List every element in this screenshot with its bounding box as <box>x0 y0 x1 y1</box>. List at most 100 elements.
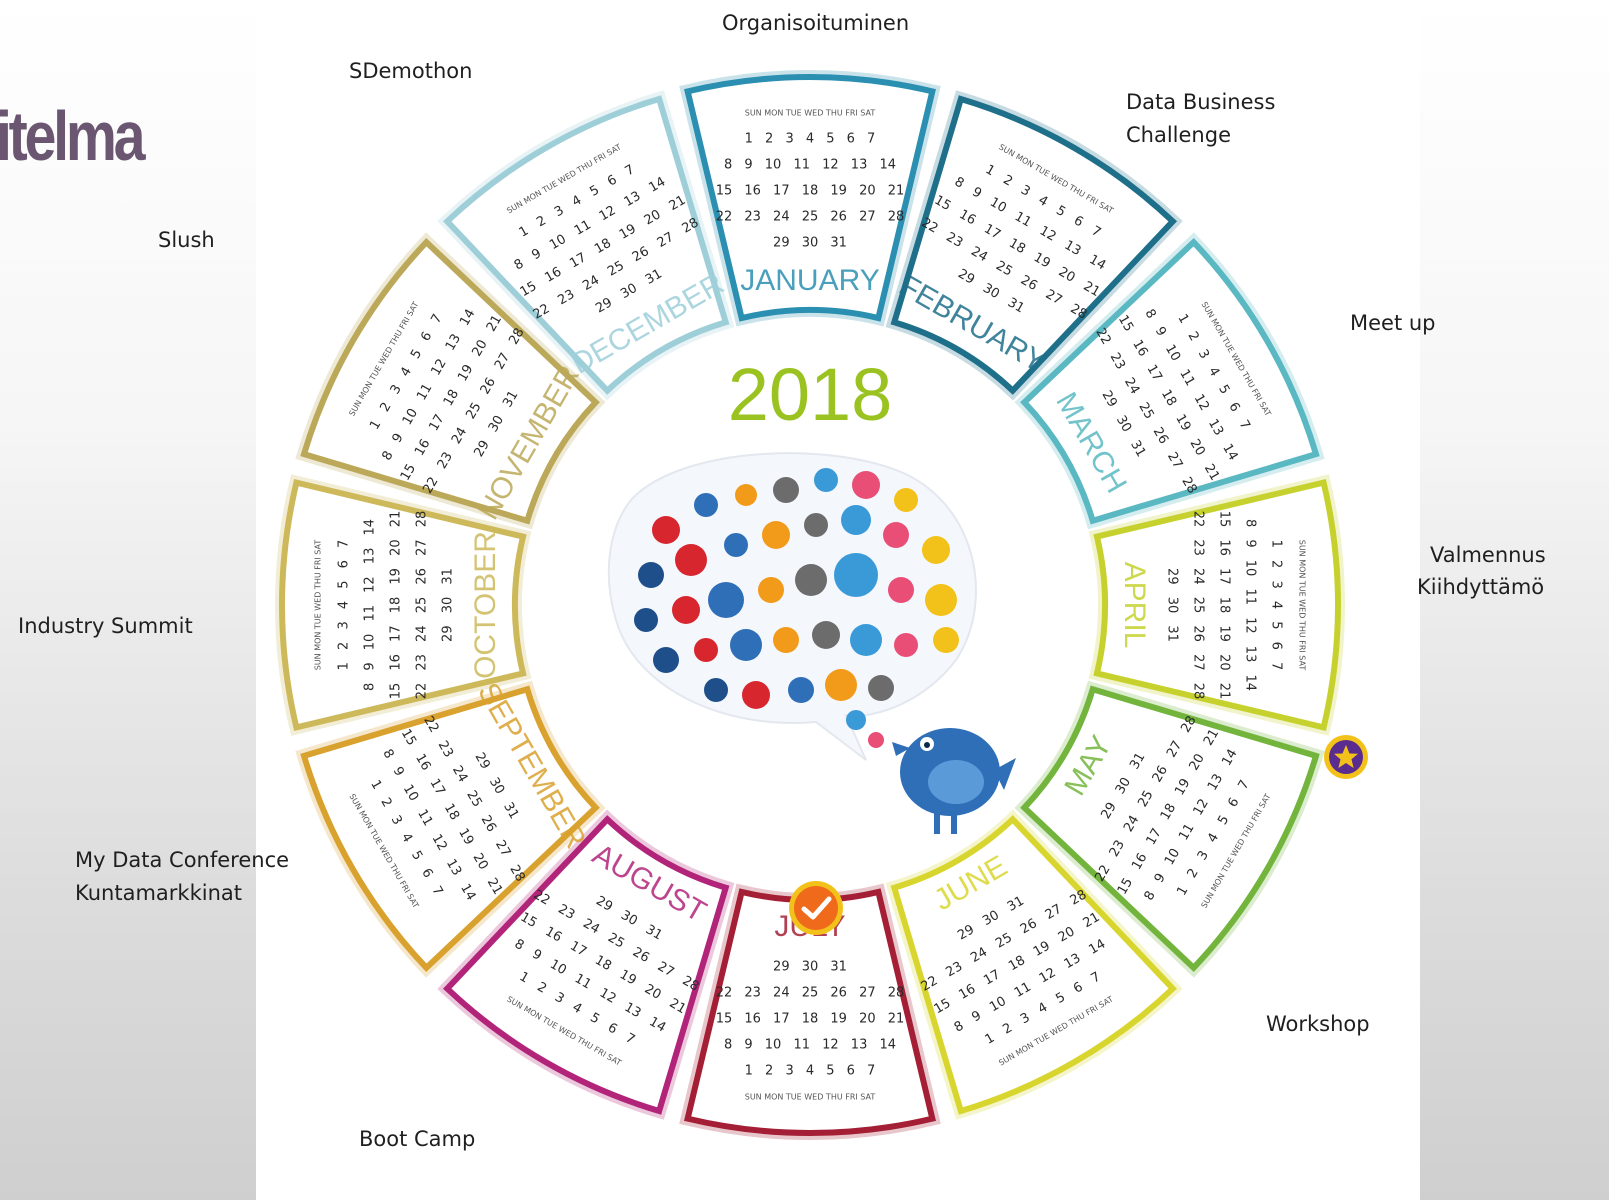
date-row: 15 16 17 18 19 20 21 <box>716 1012 905 1027</box>
social-icon <box>675 544 707 576</box>
social-icons-cluster <box>634 468 959 748</box>
social-icon <box>795 564 827 596</box>
date-row: 8 9 10 11 12 13 14 <box>1243 519 1258 691</box>
month-segment-frame <box>684 74 936 322</box>
social-icon <box>894 488 918 512</box>
social-icon <box>850 624 882 656</box>
event-label-organisoituminen: Organisoituminen <box>722 11 910 35</box>
social-icon <box>888 577 914 603</box>
event-label-meet-up: Meet up <box>1350 311 1436 335</box>
date-row: 15 16 17 18 19 20 21 <box>1217 511 1232 700</box>
date-row: 8 9 10 11 12 13 14 <box>724 1038 896 1053</box>
date-row: 29 30 31 <box>441 568 456 642</box>
social-icon <box>933 627 959 653</box>
month-segment-frame <box>300 685 600 973</box>
social-icon <box>788 677 814 703</box>
weekday-header: SUN MON TUE WED THU FRI SAT <box>745 1093 876 1102</box>
event-label-valmennus: Valmennus <box>1430 543 1546 567</box>
bird-icon <box>892 728 1016 834</box>
event-label-my-data-conference: My Data Conference <box>75 848 290 872</box>
month-segment-frame <box>279 479 527 731</box>
month-segment-october: OCTOBER SUN MON TUE WED THU FRI SAT 1 2 3 … <box>275 474 532 736</box>
page-title-fragment: itelma <box>0 97 146 175</box>
social-icon <box>672 596 700 624</box>
social-icon <box>773 477 799 503</box>
date-row: 29 30 31 <box>1165 568 1180 642</box>
social-icon <box>846 710 866 730</box>
year-label: 2018 <box>728 353 893 436</box>
social-icon <box>852 471 880 499</box>
social-icon <box>773 627 799 653</box>
month-segment-frame <box>890 815 1178 1115</box>
social-icon <box>758 577 784 603</box>
month-segment-frame <box>1020 685 1320 973</box>
event-label-boot-camp: Boot Camp <box>359 1127 476 1151</box>
event-label-slush: Slush <box>158 228 215 252</box>
social-icon <box>652 516 680 544</box>
weekday-header: SUN MON TUE WED THU FRI SAT <box>314 540 323 671</box>
date-row: 22 23 24 25 26 27 28 <box>1191 511 1206 700</box>
month-segment-frame <box>1020 237 1320 525</box>
social-icon <box>694 638 718 662</box>
social-icon <box>762 521 790 549</box>
social-icon <box>634 608 658 632</box>
month-segment-frame <box>890 95 1178 395</box>
date-row: 22 23 24 25 26 27 28 <box>415 511 430 700</box>
event-label-industry-summit: Industry Summit <box>18 614 193 638</box>
social-icon <box>704 678 728 702</box>
social-icon <box>735 484 757 506</box>
date-row: 1 2 3 4 5 6 7 <box>745 132 876 147</box>
date-row: 1 2 3 4 5 6 7 <box>1269 540 1284 671</box>
social-icon <box>724 533 748 557</box>
date-row: 1 2 3 4 5 6 7 <box>337 540 352 671</box>
social-icon <box>730 629 762 661</box>
month-segment-frame <box>442 815 730 1115</box>
social-icon <box>708 582 744 618</box>
event-label-kiihdyttamo: Kiihdyttämö <box>1417 575 1545 599</box>
social-icon <box>925 584 957 616</box>
social-icon <box>894 633 918 657</box>
month-segment-frame <box>1093 479 1341 731</box>
weekday-header: SUN MON TUE WED THU FRI SAT <box>1298 540 1307 671</box>
social-icon <box>834 553 878 597</box>
social-icon <box>653 647 679 673</box>
social-icon <box>825 669 857 701</box>
event-label-data-business-2: Challenge <box>1126 123 1231 147</box>
date-row: 8 9 10 11 12 13 14 <box>363 519 378 691</box>
social-icon <box>812 621 840 649</box>
date-row: 8 9 10 11 12 13 14 <box>724 158 896 173</box>
social-icon <box>868 675 894 701</box>
date-row: 22 23 24 25 26 27 28 <box>716 986 905 1001</box>
social-icon <box>638 562 664 588</box>
star-icon <box>1324 735 1368 779</box>
social-icon <box>814 468 838 492</box>
date-row: 29 30 31 <box>773 960 847 975</box>
social-icon <box>868 732 884 748</box>
month-name-label: OCTOBER <box>469 531 502 679</box>
date-row: 15 16 17 18 19 20 21 <box>716 184 905 199</box>
date-row: 15 16 17 18 19 20 21 <box>389 511 404 700</box>
social-icon <box>804 513 828 537</box>
social-icon <box>694 493 718 517</box>
month-segment-frame <box>442 95 730 395</box>
event-label-sdemothon: SDemothon <box>349 59 473 83</box>
date-row: 1 2 3 4 5 6 7 <box>745 1064 876 1079</box>
event-label-data-business-1: Data Business <box>1126 90 1276 114</box>
date-row: 29 30 31 <box>773 236 847 251</box>
social-media-bubble-illustration <box>607 452 1016 834</box>
social-icon <box>841 505 871 535</box>
social-icon <box>883 522 909 548</box>
date-row: 22 23 24 25 26 27 28 <box>716 210 905 225</box>
